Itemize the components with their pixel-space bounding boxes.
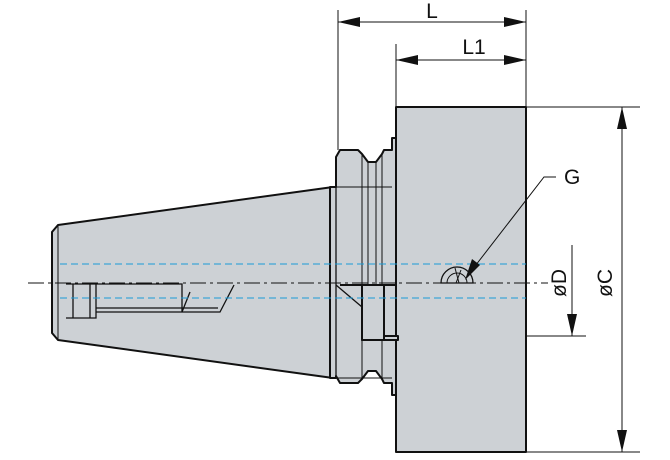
dimension-C: øC [526,106,640,453]
dimension-L1: L1 [395,36,526,107]
side-screw-hole [440,266,474,284]
set-screw-recess [361,284,385,341]
dimension-D: øD [526,245,586,337]
holder-body [51,106,527,453]
center-bore [66,283,399,341]
head-cylinder [395,106,527,453]
label-L: L [426,0,438,23]
hidden-lines [60,263,526,299]
label-C: øC [594,269,617,297]
dimension-L: L [337,0,527,150]
label-D: øD [548,269,571,297]
flange [329,137,399,396]
label-L1: L1 [462,36,485,59]
label-G: G [564,166,580,189]
leader-G: G [465,166,580,280]
